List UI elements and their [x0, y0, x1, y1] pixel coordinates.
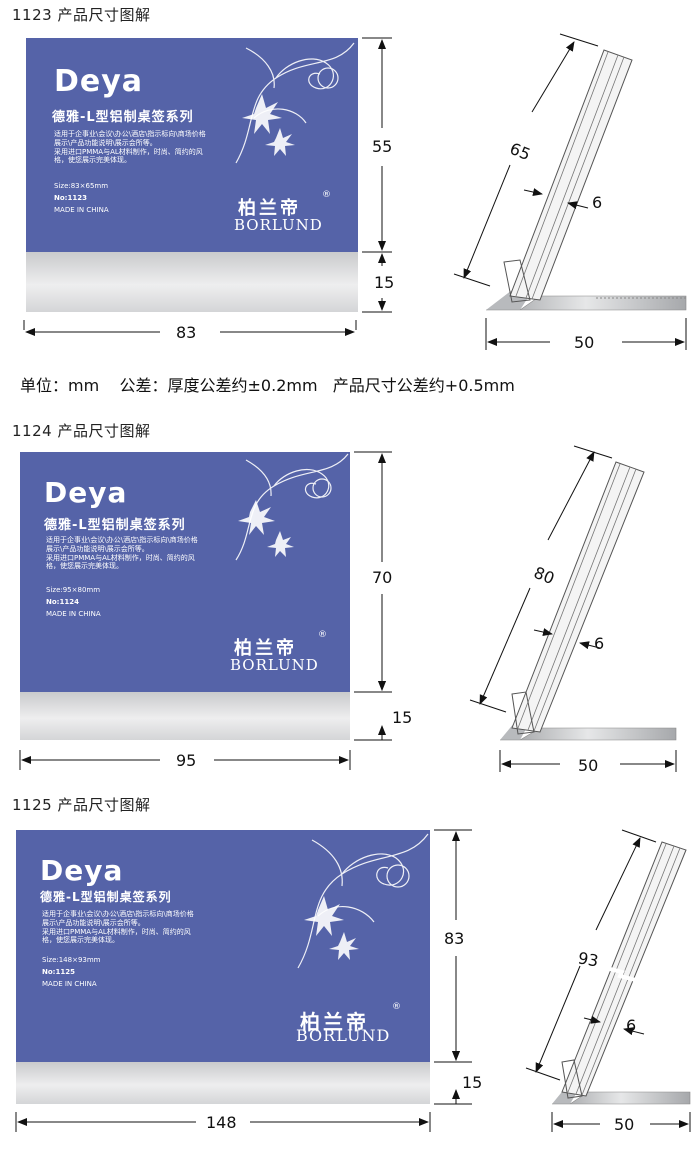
- dims-1123-side: [453, 33, 687, 350]
- dim-base-1125: 50: [614, 1115, 635, 1134]
- section-title-1123: 1123 产品尺寸图解: [12, 6, 151, 24]
- card-blue-panel: [26, 38, 358, 252]
- card-silver-base: [26, 252, 358, 312]
- registered-mark: ®: [318, 630, 327, 640]
- model-number: No:1124: [46, 598, 79, 606]
- dim-base-1124: 50: [578, 756, 599, 775]
- registered-mark: ®: [392, 1002, 401, 1012]
- product-card-1124: Deya 德雅-L型铝制桌签系列 适用于企事业\会议\办公\酒店\指示标向\商场…: [20, 452, 350, 740]
- section-title-1125: 1125 产品尺寸图解: [12, 796, 151, 814]
- dim-diagonal-1125: 93: [576, 948, 600, 971]
- dim-lower-height-1125: 15: [462, 1073, 483, 1092]
- dim-upper-height-1124: 70: [372, 568, 393, 587]
- dims-1123-front: [23, 37, 392, 336]
- dim-width-1125: 148: [206, 1113, 237, 1132]
- size-label: Size:95×80mm: [46, 586, 101, 594]
- dim-lower-height-1123: 15: [374, 273, 395, 292]
- brand-name: Deya: [54, 64, 144, 99]
- registered-mark: ®: [322, 190, 331, 200]
- floral-ornament-icon: [235, 42, 355, 164]
- units-tolerance-note: 单位：mm 公差：厚度公差约±0.2mm 产品尺寸公差约+0.5mm: [20, 376, 515, 395]
- made-in-label: MADE IN CHINA: [54, 206, 109, 214]
- dims-1125-side: [525, 829, 691, 1132]
- dim-upper-height-1123: 55: [372, 137, 393, 156]
- dims-1124-side: [469, 445, 677, 772]
- card-silver-base: [20, 692, 350, 740]
- logo-english: BORLUND: [296, 1026, 391, 1045]
- made-in-label: MADE IN CHINA: [42, 980, 97, 988]
- series-name: 德雅-L型铝制桌签系列: [44, 518, 186, 533]
- card-blue-panel: [16, 830, 430, 1062]
- logo-chinese: 柏兰帝: [300, 1010, 369, 1034]
- floral-ornament-icon: [297, 833, 429, 969]
- model-number: No:1123: [54, 194, 87, 202]
- logo-english: BORLUND: [234, 216, 323, 234]
- product-card-1125: Deya 德雅-L型铝制桌签系列 适用于企事业\会议\办公\酒店\指示标向\商场…: [16, 830, 430, 1104]
- dim-thickness-1125: 6: [626, 1016, 637, 1035]
- dims-1125-front: [15, 829, 472, 1132]
- side-profile-1125: [552, 841, 691, 1105]
- logo-english: BORLUND: [230, 656, 319, 674]
- brand-name: Deya: [40, 854, 124, 887]
- floral-ornament-icon: [235, 453, 349, 561]
- size-label: Size:83×65mm: [54, 182, 109, 190]
- model-number: No:1125: [42, 968, 75, 976]
- dim-lower-height-1124: 15: [392, 708, 413, 727]
- dim-thickness-1124: 6: [594, 634, 605, 653]
- card-blue-panel: [20, 452, 350, 692]
- dim-thickness-1123: 6: [592, 193, 603, 212]
- description-text: 适用于企事业\会议\办公\酒店\指示标向\商场价格 展示\产品功能说明\展示会所…: [46, 536, 198, 571]
- dim-base-1123: 50: [574, 333, 595, 352]
- dims-1124-front: [19, 451, 392, 770]
- description-text: 适用于企事业\会议\办公\酒店\指示标向\商场价格 展示\产品功能说明\展示会所…: [54, 130, 206, 165]
- size-label: Size:148×93mm: [42, 956, 101, 964]
- dim-upper-height-1125: 83: [444, 929, 465, 948]
- dim-width-1124: 95: [176, 751, 197, 770]
- series-name: 德雅-L型铝制桌签系列: [40, 890, 172, 904]
- series-name: 德雅-L型铝制桌签系列: [52, 110, 194, 125]
- description-text: 适用于企事业\会议\办公\酒店\指示标向\商场价格 展示\产品功能说明\展示会所…: [42, 910, 194, 945]
- dim-width-1123: 83: [176, 323, 197, 342]
- side-profile-1124: [500, 461, 677, 741]
- product-card-1123: Deya 德雅-L型铝制桌签系列 适用于企事业\会议\办公\酒店\指示标向\商场…: [26, 38, 358, 312]
- logo-chinese: 柏兰帝: [234, 638, 297, 659]
- logo-chinese: 柏兰帝: [238, 198, 301, 219]
- card-silver-base: [16, 1062, 430, 1104]
- brand-name: Deya: [44, 476, 128, 509]
- made-in-label: MADE IN CHINA: [46, 610, 101, 618]
- side-profile-1123: [486, 49, 687, 311]
- section-title-1124: 1124 产品尺寸图解: [12, 422, 151, 440]
